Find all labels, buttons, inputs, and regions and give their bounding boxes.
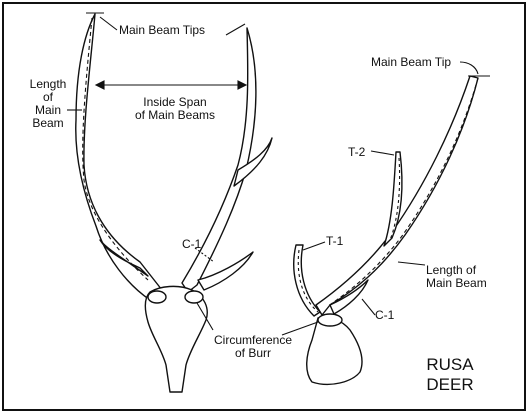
label-main-beam-tip: Main Beam Tip (371, 56, 451, 69)
main-beam-tips-leader-2 (226, 24, 245, 35)
label-line: Beam (28, 117, 68, 130)
label-t1: T-1 (326, 235, 343, 248)
label-main-beam-tips: Main Beam Tips (119, 24, 205, 37)
t1-leader (303, 242, 325, 250)
inside-span-arrowhead-right (238, 81, 246, 89)
length-beam-right-leader (398, 262, 425, 265)
side-skull (307, 318, 362, 385)
label-line: of Main Beams (128, 109, 222, 122)
t2-leader (371, 151, 394, 155)
label-c1-side: C-1 (375, 309, 394, 322)
front-right-antler (182, 28, 256, 292)
species-line: DEER (420, 375, 480, 395)
label-circumference-of-burr: Circumference of Burr (208, 334, 298, 360)
inside-span-arrowhead-left (96, 81, 104, 89)
front-left-burr (148, 291, 166, 303)
main-beam-tip-leader (460, 62, 478, 74)
label-c1-front: C-1 (182, 238, 201, 251)
label-length-of-main-beam-right: Length of Main Beam (426, 264, 487, 290)
label-length-of-main-beam-left: Length of Main Beam (28, 78, 68, 130)
label-t2: T-2 (348, 146, 365, 159)
label-line: of Burr (208, 347, 298, 360)
species-line: RUSA (420, 355, 480, 375)
front-right-burr (185, 291, 203, 303)
species-title: RUSA DEER (420, 355, 480, 395)
main-beam-tips-leader (100, 17, 117, 30)
label-line: Main Beam (426, 277, 487, 290)
side-burr (318, 314, 342, 326)
label-inside-span: Inside Span of Main Beams (128, 96, 222, 122)
c1-side-leader (362, 299, 375, 315)
